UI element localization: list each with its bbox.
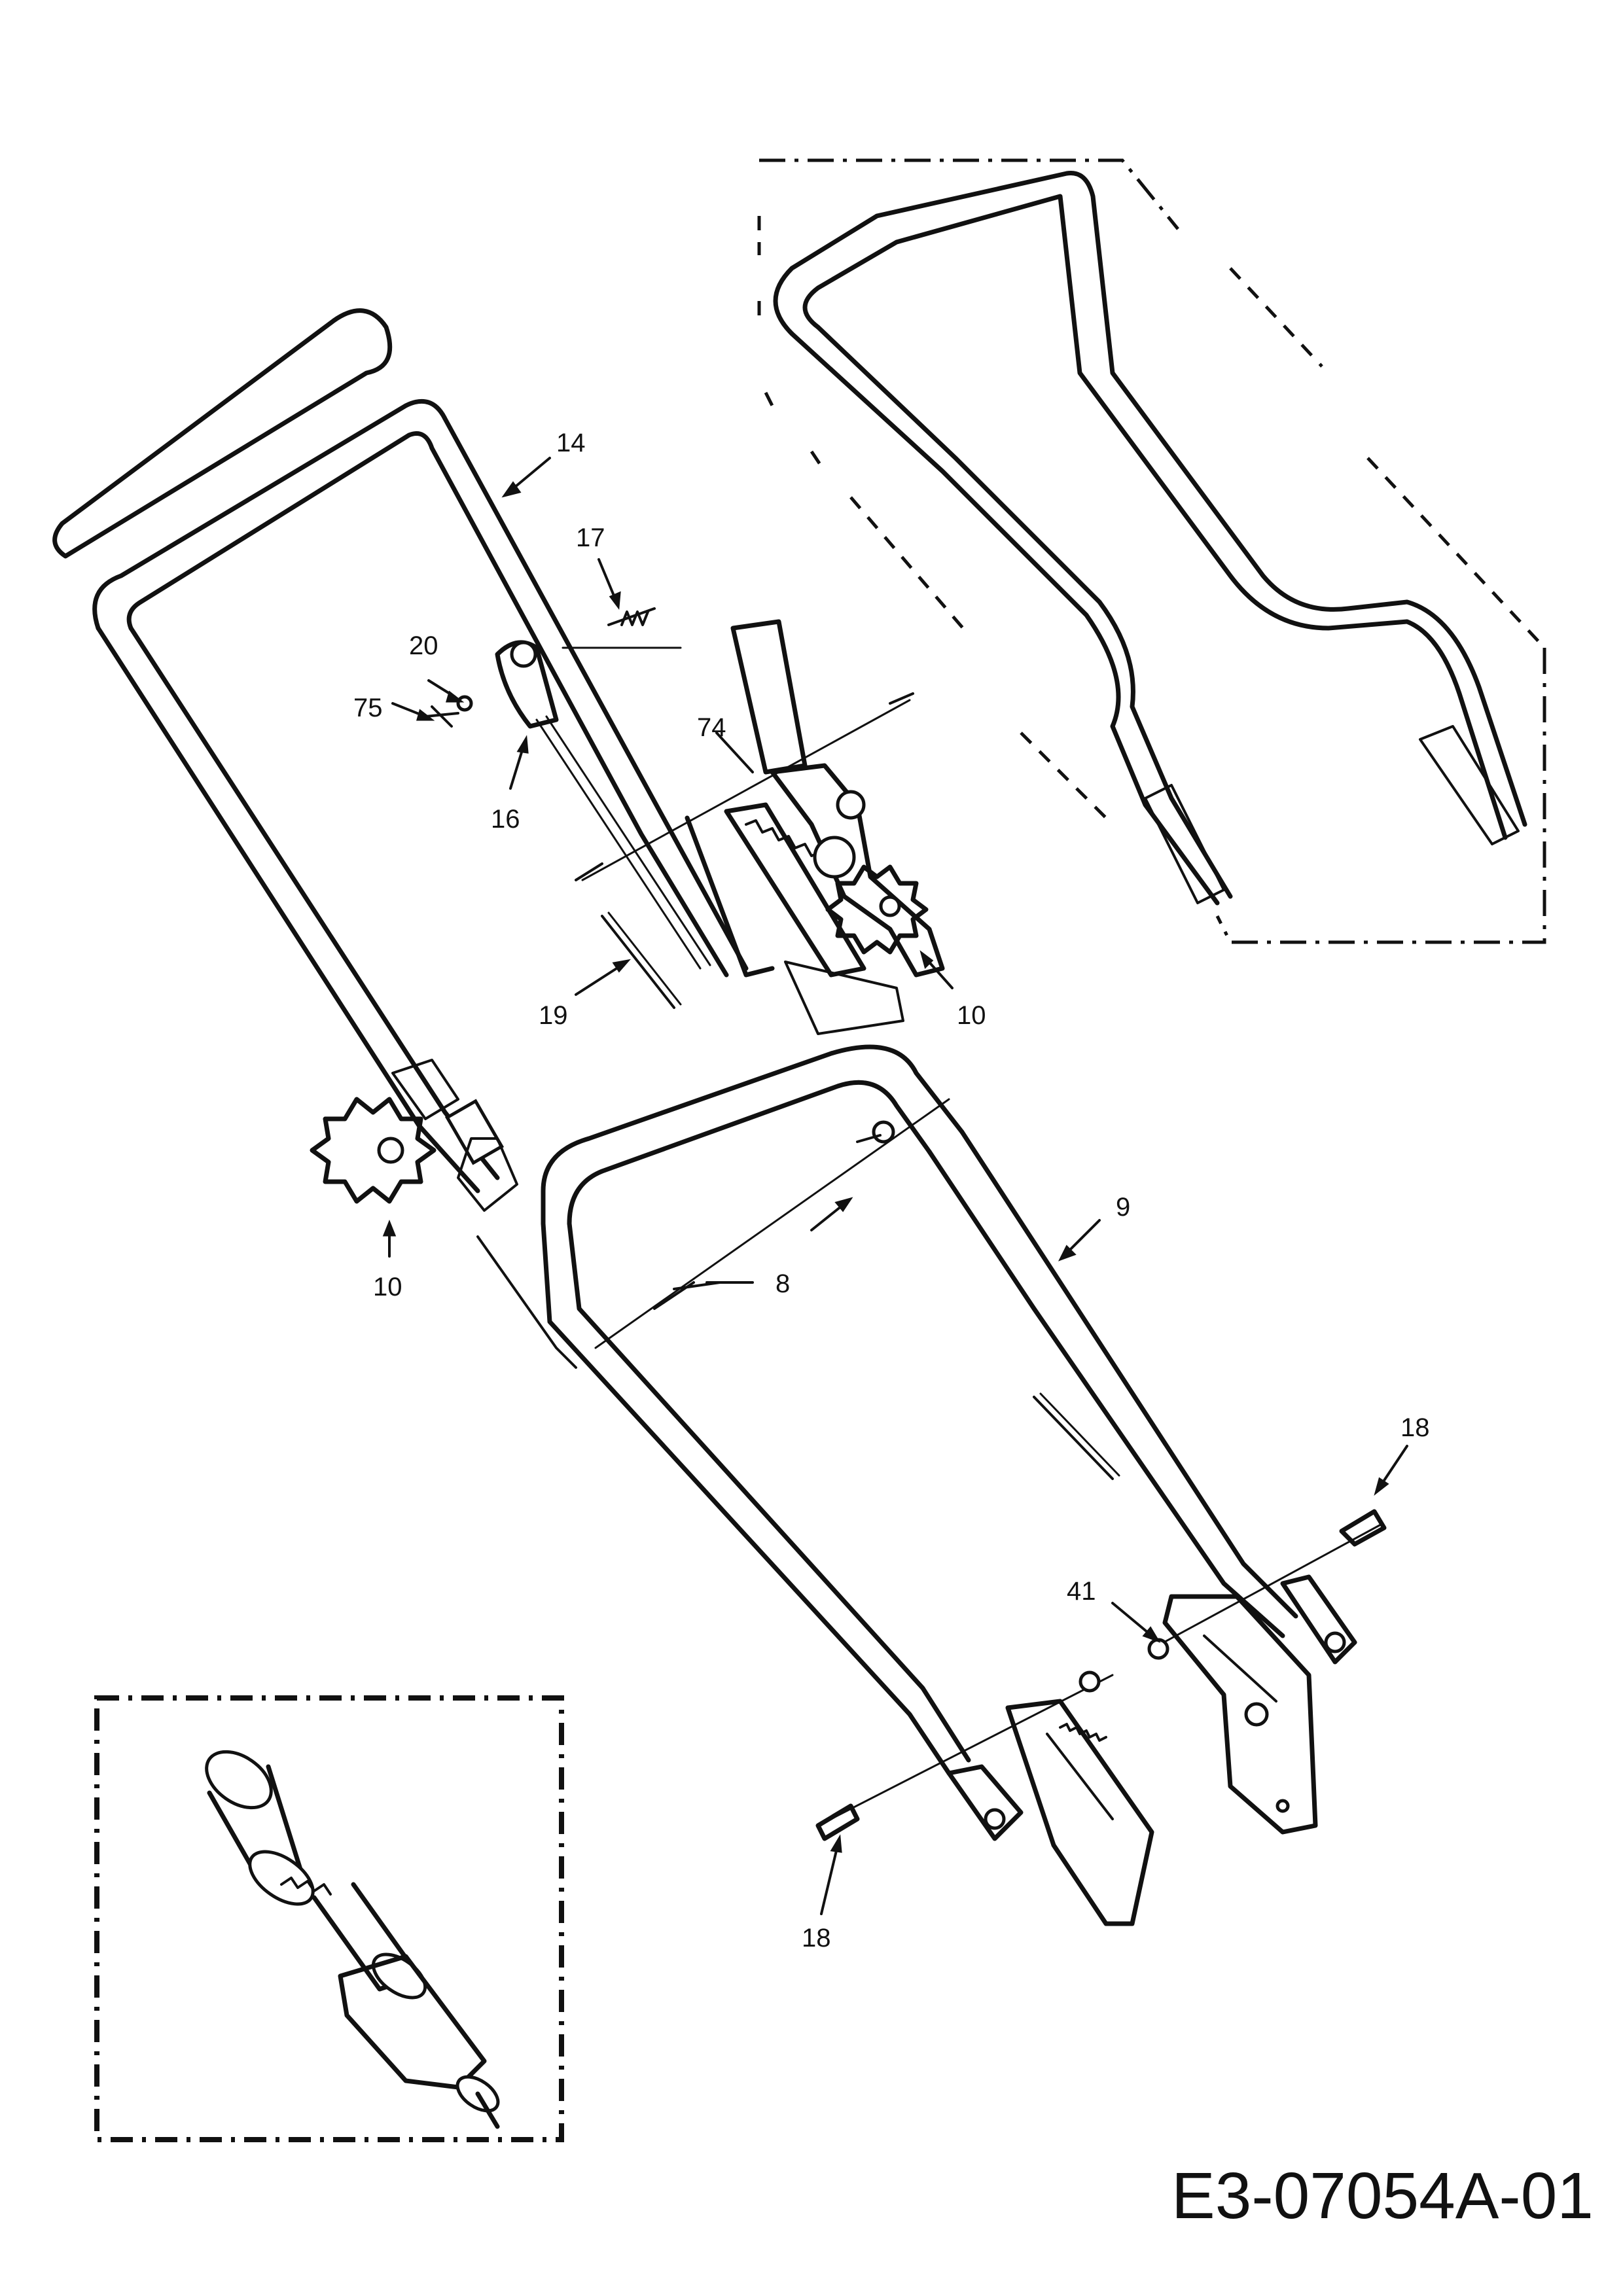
callout-18-right: 18 xyxy=(1400,1413,1430,1442)
upper-handle xyxy=(52,308,749,1193)
callout-10-right: 10 xyxy=(957,1001,986,1030)
lower-handle xyxy=(457,1044,1357,1841)
callout-8: 8 xyxy=(776,1269,790,1298)
callout-75: 75 xyxy=(353,694,383,722)
callout-14: 14 xyxy=(556,429,586,457)
callout-74: 74 xyxy=(697,713,726,742)
callout-leaders xyxy=(382,457,1408,1915)
star-knob-left xyxy=(310,1097,437,1204)
alternative-handle-view xyxy=(757,158,1546,944)
callout-19: 19 xyxy=(539,1001,568,1030)
callout-20: 20 xyxy=(409,631,438,660)
brake-lever-assembly xyxy=(424,607,711,1009)
callout-41: 41 xyxy=(1067,1577,1096,1606)
handle-connector xyxy=(575,619,945,1035)
callout-9: 9 xyxy=(1116,1193,1130,1222)
callout-16: 16 xyxy=(491,805,520,834)
callout-17: 17 xyxy=(576,523,605,552)
callout-18-bottom: 18 xyxy=(802,1924,831,1952)
mounting-brackets xyxy=(815,1509,1387,1926)
callout-10-left: 10 xyxy=(373,1273,402,1301)
drawing-reference-code: E3-07054A-01 xyxy=(1171,2159,1594,2233)
inset-detail-box xyxy=(94,1695,564,2142)
